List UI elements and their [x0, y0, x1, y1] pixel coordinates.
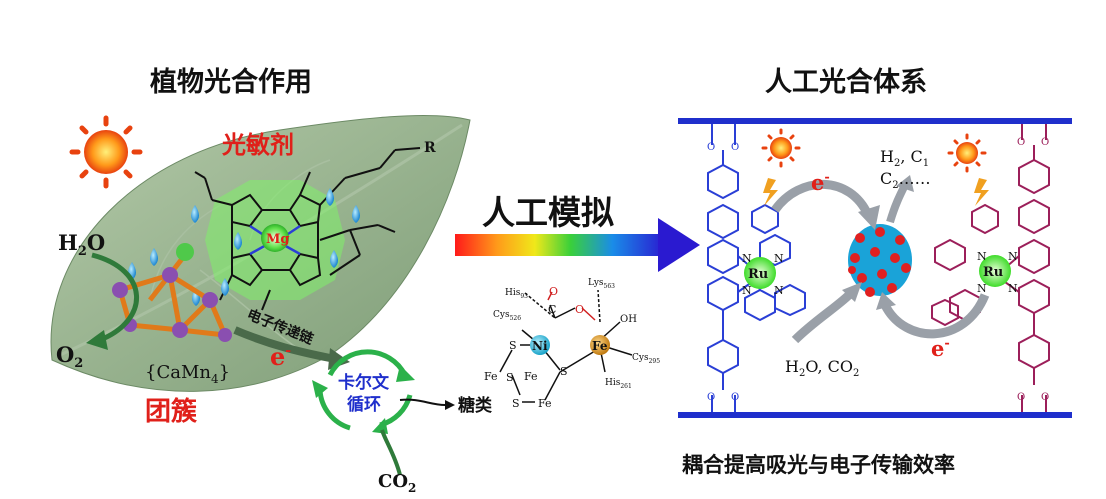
ru-label-left: Ru: [748, 267, 768, 282]
svg-text:S: S: [560, 365, 568, 378]
reactants-label: H2O, CO2: [785, 357, 859, 379]
oxygen-label: O2: [56, 342, 83, 371]
svg-text:O: O: [707, 142, 715, 153]
camn4-cluster: [112, 243, 232, 342]
svg-text:O: O: [1017, 137, 1025, 148]
right-labels: e- e- H2, C1 C2…… H2O, CO2 Ru Ru N N N N…: [707, 137, 1049, 403]
svg-text:O: O: [1041, 392, 1049, 403]
svg-text:N: N: [977, 250, 987, 263]
svg-text:C: C: [548, 303, 556, 316]
rainbow-arrow-body: [455, 234, 665, 256]
svg-text:N: N: [1008, 282, 1018, 295]
svg-text:N: N: [742, 252, 752, 265]
svg-text:O: O: [1017, 392, 1025, 403]
electron-label-right-top: e-: [811, 170, 830, 195]
reactant-arrow: [791, 288, 856, 344]
ru-label-right: Ru: [983, 265, 1003, 280]
right-title: 人工光合体系: [765, 67, 927, 98]
svg-text:N: N: [977, 282, 987, 295]
products-line2: C2……: [880, 169, 931, 191]
sugar-label: 糖类: [458, 395, 493, 416]
frame-bottom-bar: [678, 412, 1072, 418]
electron-label-right-bottom: e-: [931, 336, 950, 361]
svg-text:N: N: [1008, 250, 1018, 263]
svg-text:His93: His93: [505, 288, 528, 300]
chlorophyll-structure: [194, 147, 421, 311]
water-label: H2O: [58, 230, 105, 259]
ni-atom: [530, 335, 550, 355]
co2-label: CO2: [378, 471, 416, 495]
electron-chain-arrow: [233, 326, 331, 362]
fe-atom: [590, 335, 610, 355]
svg-text:O: O: [707, 392, 715, 403]
svg-text:Fe: Fe: [524, 370, 538, 383]
svg-text:O: O: [1041, 137, 1049, 148]
svg-text:OH: OH: [620, 314, 637, 325]
left-title: 植物光合作用: [150, 67, 312, 98]
right-linker: [931, 124, 1050, 412]
calvin-label-line2: 循环: [347, 394, 381, 415]
svg-text:N: N: [774, 252, 784, 265]
svg-text:O: O: [731, 142, 739, 153]
svg-text:Fe: Fe: [538, 397, 552, 410]
mg-label: Mg: [266, 232, 289, 247]
svg-text:S: S: [512, 397, 520, 410]
lightning-icon-right: [974, 178, 989, 206]
sun-icon-right-1: [761, 128, 801, 168]
electron-label-left: e-: [270, 342, 291, 371]
lightning-icon-left: [763, 178, 778, 206]
frame-top-bar: [678, 118, 1072, 124]
electron-arrow-left: [771, 179, 873, 218]
svg-text:O: O: [575, 303, 584, 316]
products-line1: H2, C1: [880, 147, 929, 169]
catalyst-cluster: [848, 224, 912, 297]
rainbow-arrow-head: [658, 218, 700, 272]
svg-text:Fe: Fe: [484, 370, 498, 383]
svg-text:Cys295: Cys295: [632, 353, 660, 365]
svg-text:N: N: [774, 284, 784, 297]
ru-atom-right: [979, 255, 1011, 287]
svg-text:His261: His261: [605, 378, 632, 390]
water-oxidation-arrow: [91, 252, 139, 343]
cluster-label: 团簇: [145, 396, 198, 427]
sugar-arrow: [399, 398, 446, 406]
enzyme-labels: His93 Lys563 Cys526 C O O OH Ni Fe S Fe …: [484, 278, 660, 410]
svg-text:Ni: Ni: [532, 339, 548, 353]
svg-text:Cys526: Cys526: [493, 310, 521, 322]
sun-icon-right-2: [947, 133, 987, 173]
svg-text:S: S: [506, 371, 514, 384]
middle-title: 人工模拟: [482, 193, 614, 232]
svg-text:N: N: [742, 284, 752, 297]
cluster-formula-label: {CaMn4}: [145, 362, 230, 386]
sun-icon-left: [69, 115, 143, 189]
svg-text:O: O: [549, 285, 558, 298]
co2-arrow: [380, 429, 402, 476]
ru-atom-left: [744, 257, 776, 289]
svg-text:S: S: [509, 339, 517, 352]
mg-atom: [261, 224, 289, 252]
r-group-label: R: [424, 140, 436, 156]
right-caption: 耦合提高吸光与电子传输效率: [682, 453, 955, 477]
photosensitizer-label: 光敏剂: [221, 131, 294, 159]
svg-text:Lys563: Lys563: [588, 278, 615, 290]
calvin-label-line1: 卡尔文: [338, 372, 390, 393]
svg-text:O: O: [731, 392, 739, 403]
svg-text:Fe: Fe: [592, 339, 608, 353]
electron-arrow-right: [880, 293, 990, 339]
